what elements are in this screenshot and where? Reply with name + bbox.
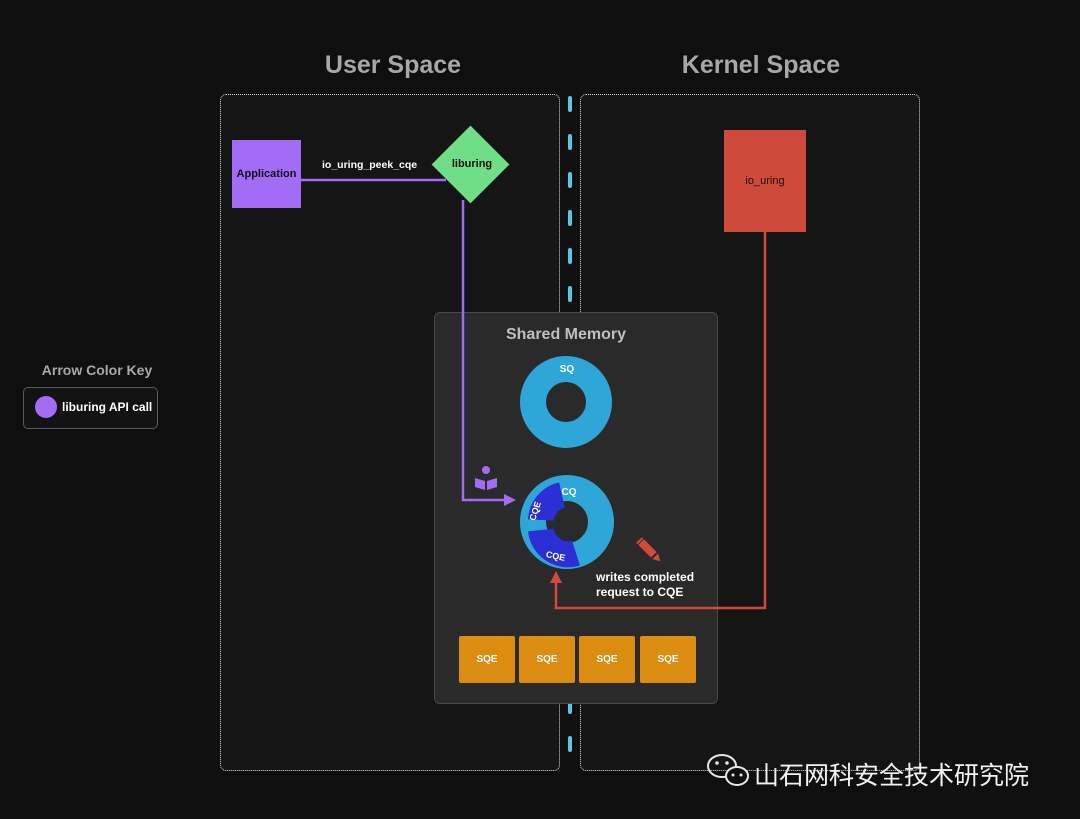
kernel-to-cq-arrowhead (550, 571, 562, 583)
cqe-segment-2 (528, 527, 580, 568)
cqe-label-2: CQE (545, 549, 566, 563)
kernel-space-title: Kernel Space (681, 51, 841, 79)
io-uring-label: io_uring (745, 175, 785, 187)
liburing-to-cq-arrow (461, 200, 505, 502)
arrow-key-title: Arrow Color Key (41, 362, 153, 378)
application-box: Application (232, 140, 301, 208)
key-label: liburing API call (62, 400, 153, 414)
liburing-label: liburing (451, 158, 493, 170)
reader-icon (475, 466, 497, 490)
kernel-to-cq-arrow (554, 232, 767, 610)
sqe-box: SQE (459, 636, 515, 683)
shared-memory-title: Shared Memory (505, 326, 627, 343)
call-label: io_uring_peek_cqe (322, 159, 418, 171)
application-label: Application (236, 168, 297, 180)
liburing-to-cq-arrowhead (504, 494, 516, 506)
watermark-text: 山石网科安全技术研究院 (754, 762, 1030, 790)
writes-completed-label: writes completed request to CQE (596, 570, 695, 599)
sq-ring (520, 356, 612, 448)
sq-label: SQ (560, 364, 575, 375)
pencil-icon (636, 537, 661, 562)
sqe-box: SQE (640, 636, 696, 683)
sqe-box: SQE (579, 636, 635, 683)
sqe-box: SQE (519, 636, 575, 683)
cq-label: CQ (562, 487, 577, 498)
key-color-dot (35, 396, 57, 418)
io-uring-box: io_uring (724, 130, 806, 232)
user-space-title: User Space (324, 51, 462, 79)
cqe-segment-1 (528, 482, 566, 522)
